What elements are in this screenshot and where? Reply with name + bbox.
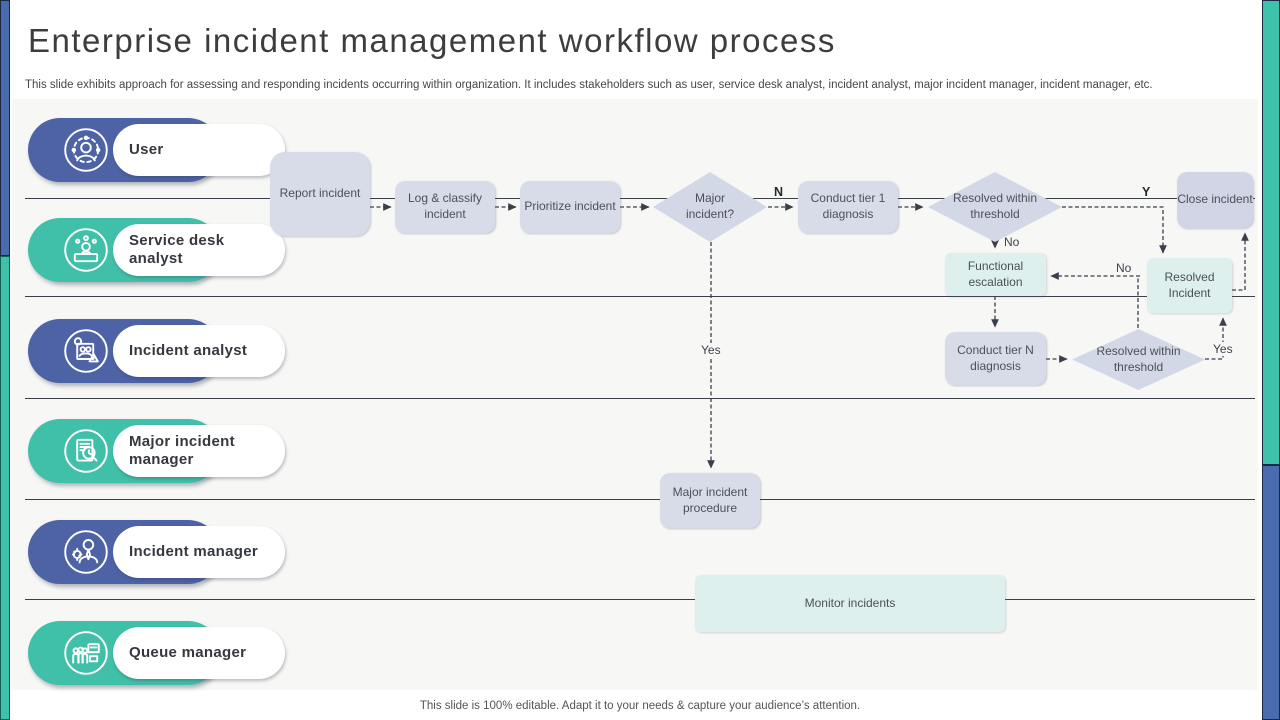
lane-label: User [129,141,164,158]
left-accent-bar-blue [0,0,10,256]
flow-node-conduct-tier1-diagnosis[interactable]: Conduct tier 1 diagnosis [798,181,898,233]
flow-node-log-classify-incident[interactable]: Log & classify incident [395,181,495,233]
edge-label-yes-2: Yes [1210,342,1236,356]
right-accent-bar-blue [1262,465,1280,720]
flow-node-report-incident[interactable]: Report incident [270,152,370,236]
lane-divider [25,499,1255,500]
service-desk-analyst-icon [60,224,112,276]
major-incident-manager-icon [60,425,112,477]
edge-label-no-2: No [1116,261,1132,275]
flow-node-prioritize-incident[interactable]: Prioritize incident [520,181,620,233]
edge-label-no-1: No [1004,235,1020,249]
badge-label-pill: Service desk analyst [113,224,285,276]
lane-badge-queue-manager[interactable]: Queue manager [28,621,285,685]
flow-node-functional-escalation[interactable]: Functional escalation [945,253,1046,296]
badge-label-pill: Queue manager [113,627,285,679]
flow-node-close-incident[interactable]: Close incident [1177,172,1253,228]
edge-label-n: N [774,185,784,199]
flow-node-monitor-incidents[interactable]: Monitor incidents [695,575,1005,632]
slide-footer-note: This slide is 100% editable. Adapt it to… [419,700,861,712]
badge-label-pill: Incident manager [113,526,285,578]
lane-divider [25,296,1255,297]
lane-badge-incident-manager[interactable]: Incident manager [28,520,285,584]
flow-node-major-incident-procedure[interactable]: Major incident procedure [660,473,760,528]
lane-label: Incident manager [129,543,258,560]
page-title: Enterprise incident management workflow … [28,22,836,59]
lane-label: Major incident manager [129,433,235,468]
edge-label-yes-1: Yes [698,343,724,357]
right-accent-bar-teal [1262,0,1280,465]
edge-label-y: Y [1142,185,1151,199]
diagram-panel [12,99,1258,690]
left-accent-bar-teal [0,256,10,720]
lane-divider [25,198,1255,199]
slide-subtitle: This slide exhibits approach for assessi… [25,79,1153,91]
flow-node-resolved-incident[interactable]: Resolved Incident [1147,258,1232,313]
lane-badge-incident-analyst[interactable]: Incident analyst [28,319,285,383]
lane-badge-service-desk-analyst[interactable]: Service desk analyst [28,218,285,282]
incident-manager-icon [60,526,112,578]
badge-label-pill: Major incident manager [113,425,285,477]
lane-badge-major-incident-manager[interactable]: Major incident manager [28,419,285,483]
flow-node-conduct-tierN-diagnosis[interactable]: Conduct tier N diagnosis [945,332,1046,385]
lane-label: Service desk analyst [129,232,225,267]
lane-label: Queue manager [129,644,247,661]
lane-badge-user[interactable]: User [28,118,285,182]
lane-divider [25,599,1255,600]
lane-label: Incident analyst [129,342,248,359]
incident-analyst-icon [60,325,112,377]
queue-manager-icon [60,627,112,679]
badge-label-pill: User [113,124,285,176]
lane-divider [25,398,1255,399]
badge-label-pill: Incident analyst [113,325,285,377]
user-icon [60,124,112,176]
